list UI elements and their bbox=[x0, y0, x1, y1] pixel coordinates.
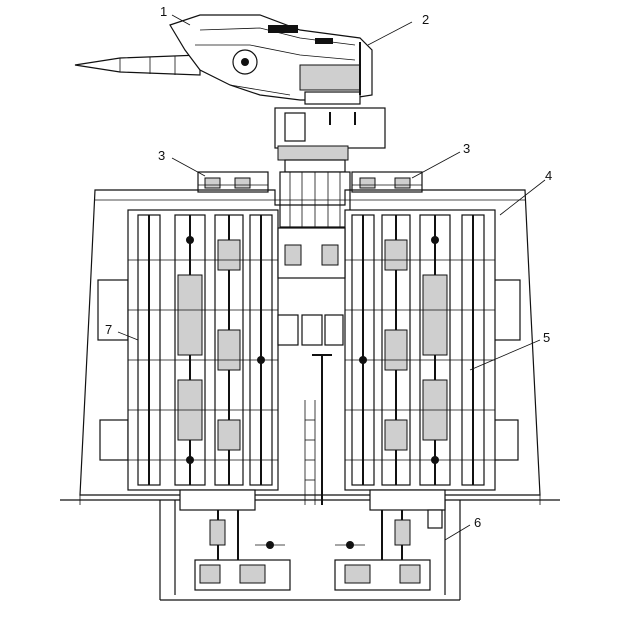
callout-labels: 1 2 3 3 4 5 6 7 bbox=[105, 4, 552, 530]
callout-1: 1 bbox=[160, 4, 167, 19]
callout-7: 7 bbox=[105, 322, 112, 337]
lower-handling-room bbox=[159, 489, 461, 601]
central-trunk bbox=[277, 227, 346, 505]
magazine-rack-right bbox=[344, 209, 496, 491]
hoist-clamp-left bbox=[197, 171, 269, 193]
gun-arm-assembly bbox=[74, 14, 373, 105]
turret-neck bbox=[274, 107, 386, 228]
callout-3-right: 3 bbox=[463, 141, 470, 156]
callout-6: 6 bbox=[474, 515, 481, 530]
callout-3-left: 3 bbox=[158, 148, 165, 163]
magazine-rack-left bbox=[127, 209, 279, 491]
hoist-clamp-right bbox=[351, 171, 423, 193]
callout-4: 4 bbox=[545, 168, 552, 183]
callout-2: 2 bbox=[422, 12, 429, 27]
leader-lines bbox=[117, 14, 546, 541]
callout-5: 5 bbox=[543, 330, 550, 345]
